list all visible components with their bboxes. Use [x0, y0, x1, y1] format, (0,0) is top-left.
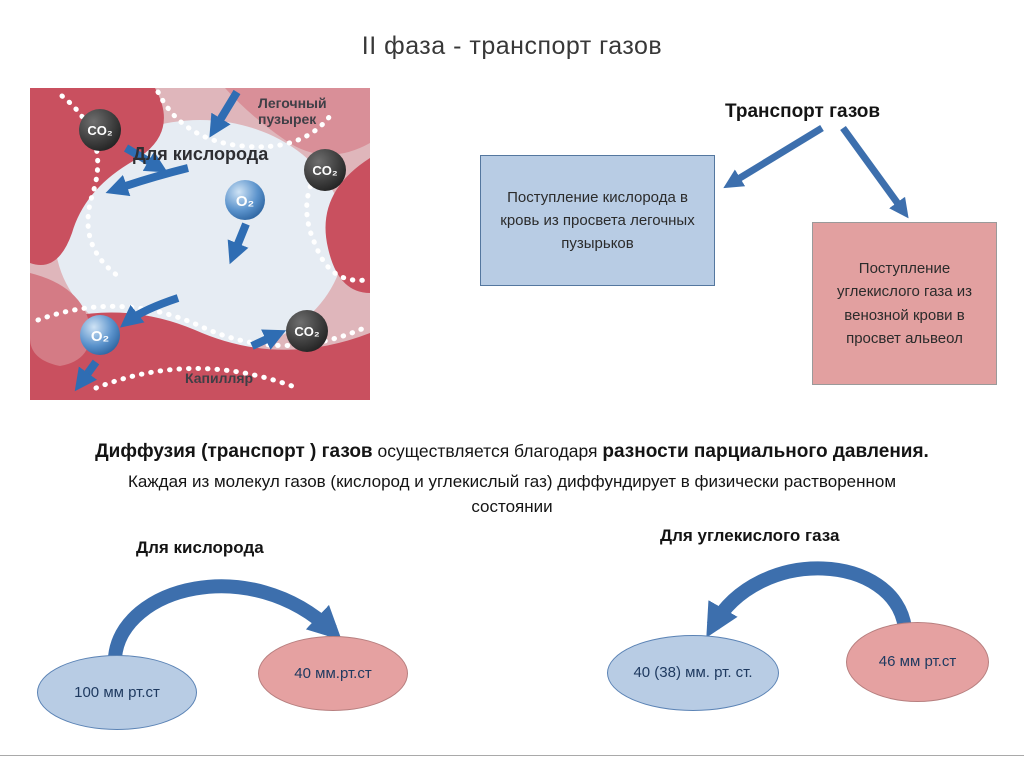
bottom-divider	[0, 755, 1024, 756]
diffusion-bold-2: разности парциального давления.	[602, 441, 929, 462]
alveolus-caption-line1: Легочный	[258, 95, 327, 111]
o2-label: O₂	[91, 328, 109, 345]
scheme-arrows	[723, 125, 909, 219]
co2-molecule: CO₂	[79, 109, 121, 151]
co2-label: CO₂	[312, 163, 338, 178]
arrow-to-oxygen-box	[723, 125, 824, 189]
gas-flow-arrows	[74, 89, 287, 392]
co2-from-pressure: 46 мм рт.ст	[846, 622, 989, 702]
capillary-caption: Капилляр	[185, 370, 253, 386]
oxygen-intake-box: Поступление кислорода в кровь из просвет…	[480, 155, 715, 286]
diffusion-text-1: осуществляется благодаря	[372, 441, 603, 461]
oxygen-pressure-arrow	[108, 579, 342, 659]
co2-molecule: CO₂	[286, 310, 328, 352]
diffusion-sentence-2: Каждая из молекул газов (кислород и угле…	[127, 471, 897, 517]
o2-label: O₂	[236, 193, 254, 210]
co2-label: CO₂	[87, 123, 113, 138]
o2-molecule: O₂	[225, 180, 265, 220]
figure-overlay-oxygen-label: Для кислорода	[133, 144, 269, 164]
page-title: II фаза - транспорт газов	[361, 32, 663, 60]
oxygen-from-pressure: 100 мм рт.ст	[37, 655, 197, 730]
arrow-to-co2-box	[840, 125, 909, 219]
o2-molecule: O₂	[80, 315, 120, 355]
diffusion-paragraph: Диффузия (транспорт ) газов осуществляет…	[0, 438, 1024, 520]
diffusion-sentence: Диффузия (транспорт ) газов осуществляет…	[0, 438, 1024, 467]
alveoli-capillary-image: CO₂ CO₂ CO₂ O₂ O₂ Легочный пузырек Капил…	[30, 88, 370, 400]
co2-pressure-arrow	[706, 561, 912, 638]
transport-heading: Транспорт газов	[725, 101, 881, 122]
co2-molecule: CO₂	[304, 149, 346, 191]
co2-label: CO₂	[294, 324, 320, 339]
co2-to-pressure: 40 (38) мм. рт. ст.	[607, 635, 779, 711]
oxygen-to-pressure: 40 мм.рт.ст	[258, 636, 408, 711]
co2-release-box: Поступление углекислого газа из венозной…	[812, 222, 997, 385]
oxygen-diagram-label: Для кислорода	[136, 538, 264, 557]
co2-diagram-label: Для углекислого газа	[660, 526, 840, 545]
diffusion-bold-1: Диффузия (транспорт ) газов	[95, 441, 373, 462]
alveolus-caption-line2: пузырек	[258, 111, 317, 127]
